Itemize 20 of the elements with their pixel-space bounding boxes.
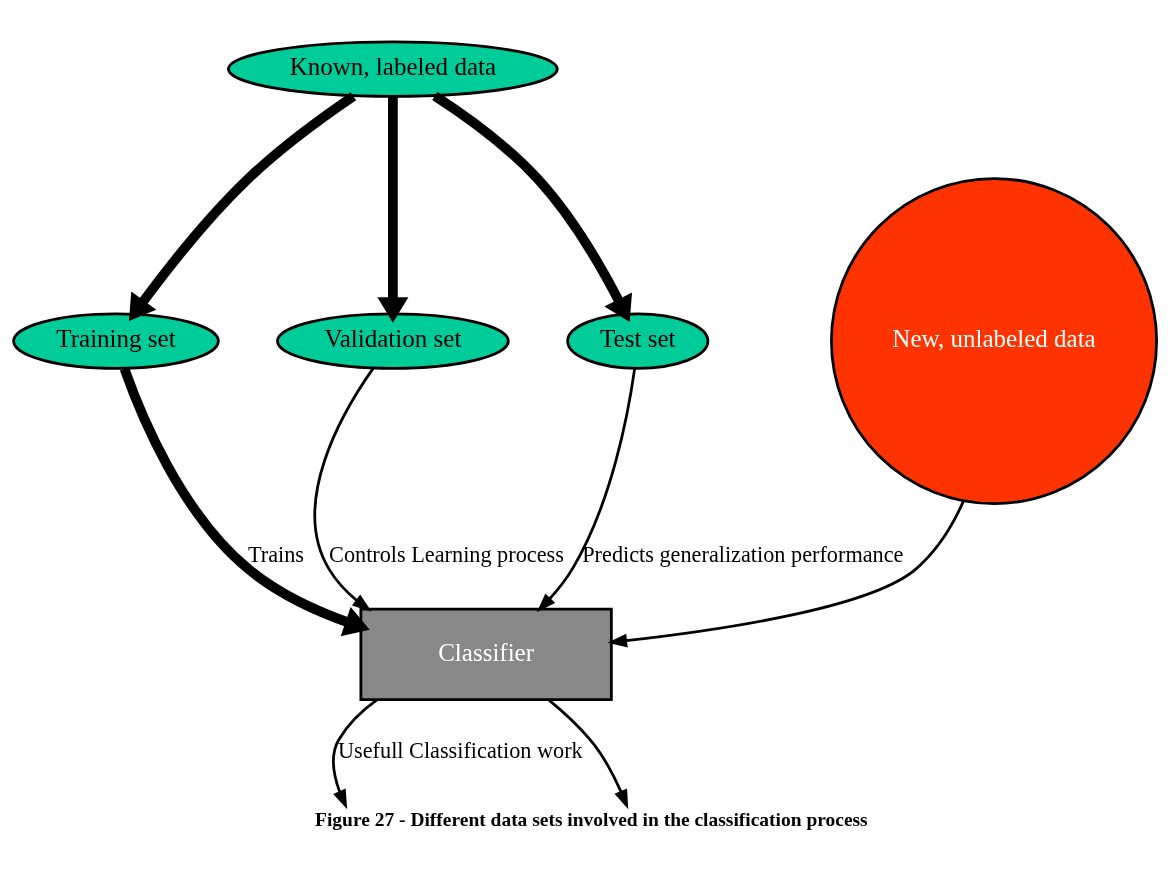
node-ellipse: Training set [12, 311, 220, 370]
node-box: Classifier [359, 607, 613, 701]
node-ellipse: Test set [566, 311, 710, 370]
arrow [607, 500, 965, 647]
edge-label: Trains [247, 541, 305, 567]
node-circle: New, unlabeled data [830, 176, 1158, 505]
node-ellipse: Validation set [276, 311, 510, 370]
arrow [332, 698, 378, 809]
arrow [128, 91, 357, 321]
node-ellipse: Known, labeled data [227, 39, 559, 98]
arrow [536, 367, 637, 612]
edge-label: Controls Learning process [329, 541, 564, 567]
arrow [119, 366, 370, 636]
arrow [432, 91, 633, 322]
caption: Figure 27 - Different data sets involved in the classification process [315, 808, 868, 830]
arrow [377, 96, 409, 323]
edge-label: Predicts generalization performance [582, 541, 904, 567]
arrow [313, 367, 375, 612]
edge-label: Usefull Classification work [338, 737, 583, 763]
arrow [547, 698, 629, 809]
